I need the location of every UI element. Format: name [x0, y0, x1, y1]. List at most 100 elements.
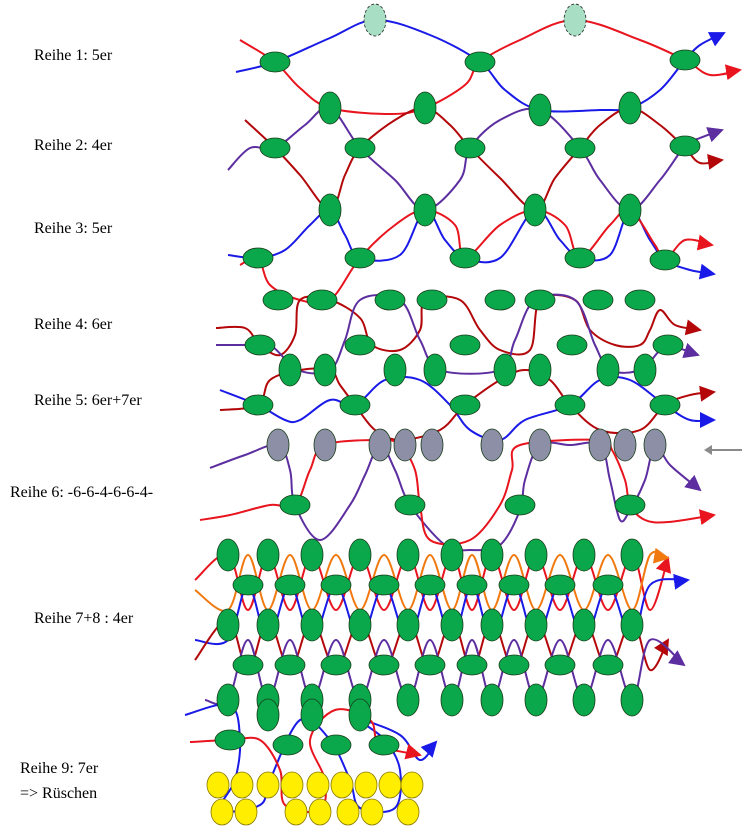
row9-ruffle-bead	[378, 771, 402, 799]
row8-bead	[524, 683, 548, 717]
row6-gray-bead	[368, 428, 392, 462]
row7-bead	[368, 574, 400, 596]
row9-ruffle-bead	[396, 798, 420, 826]
row6-gray-bead	[643, 428, 667, 462]
row7-bead	[216, 608, 240, 642]
row4-bead	[306, 289, 338, 311]
row7-bead	[524, 608, 548, 642]
row9-ruffle-bead	[330, 771, 354, 799]
row3-bead	[523, 193, 547, 227]
row1-bead	[528, 93, 552, 127]
row5-bead	[339, 394, 371, 416]
row1-bead	[259, 51, 291, 73]
row5-bead	[449, 394, 481, 416]
row7-bead	[480, 608, 504, 642]
row7-bead	[414, 574, 446, 596]
row7-bead	[456, 574, 488, 596]
row7-bead	[572, 608, 596, 642]
row-2-label: Reihe 2: 4er	[34, 137, 113, 154]
row9-ruffle-bead	[284, 798, 308, 826]
row6-gray-bead	[266, 428, 290, 462]
row8-bead	[396, 683, 420, 717]
row3-red-thread	[239, 208, 714, 305]
row4-bead	[624, 289, 656, 311]
row1-bead	[413, 91, 437, 125]
row2-bead	[454, 137, 486, 159]
row8-bead	[368, 654, 400, 676]
row9-ruffle-bead	[336, 798, 360, 826]
row8-bead	[498, 654, 530, 676]
row8-bead	[592, 654, 624, 676]
row5-bead	[423, 353, 447, 387]
row6-bead	[614, 494, 646, 516]
row3-bead	[344, 247, 376, 269]
row8-bead	[620, 683, 644, 717]
row2-bead	[564, 137, 596, 159]
row6-bead	[279, 494, 311, 516]
row5-bead	[313, 353, 337, 387]
row9-red-thread	[189, 708, 422, 814]
row7-bead	[300, 538, 324, 572]
row-1-label: Reihe 1: 5er	[34, 47, 113, 64]
row8-bead	[320, 654, 352, 676]
row4-bead	[449, 334, 481, 356]
row1-bead	[618, 91, 642, 125]
row7-bead	[524, 538, 548, 572]
row3-bead	[564, 247, 596, 269]
row7-bead	[348, 608, 372, 642]
row1-bead	[464, 51, 496, 73]
row7-bead	[396, 538, 420, 572]
row6-gray-bead	[420, 428, 444, 462]
row8-bead	[572, 683, 596, 717]
row3-bead	[449, 247, 481, 269]
row9-bead	[320, 734, 352, 756]
row-9-ruffle-label: => Rüschen	[20, 785, 98, 802]
row7-bead	[300, 608, 324, 642]
row9-ruffle-bead	[206, 771, 230, 799]
row7-bead	[498, 574, 530, 596]
row5-bead	[554, 394, 586, 416]
row9-bead	[348, 698, 372, 732]
row9-ruffle-bead	[308, 798, 332, 826]
row6-gray-bead	[528, 428, 552, 462]
row9-bead	[272, 734, 304, 756]
row4-darkred-thread	[215, 294, 702, 357]
row5-bead	[493, 353, 517, 387]
row7-bead	[216, 538, 240, 572]
row6-bead	[394, 494, 426, 516]
row9-bead	[256, 698, 280, 732]
row5-bead	[649, 394, 681, 416]
row5-bead	[383, 353, 407, 387]
row2-bead	[669, 135, 701, 157]
row9-bead	[368, 734, 400, 756]
row7-bead	[620, 608, 644, 642]
row5-bead	[278, 353, 302, 387]
row5-darkred-thread	[219, 367, 716, 442]
row7-bead	[480, 538, 504, 572]
row9-ruffle-bead	[230, 771, 254, 799]
row4-bead	[262, 289, 294, 311]
row7-bead	[232, 574, 264, 596]
row4-bead	[374, 289, 406, 311]
row2-bead	[344, 137, 376, 159]
row9-ruffle-bead	[360, 798, 384, 826]
row1-bead	[318, 91, 342, 125]
row9-ruffle-bead	[234, 798, 258, 826]
row8-bead	[274, 654, 306, 676]
row4-bead	[484, 289, 516, 311]
row7-bead	[544, 574, 576, 596]
row-7-8-label: Reihe 7+8 : 4er	[34, 610, 134, 627]
row5-bead	[596, 353, 620, 387]
row9-ruffle-bead	[210, 798, 234, 826]
row6-gray-bead	[313, 428, 337, 462]
row1-optional-bead	[563, 3, 587, 37]
row4-bead	[652, 334, 684, 356]
row3-bead	[242, 247, 274, 269]
row7-bead	[274, 574, 306, 596]
row4-bead	[556, 334, 588, 356]
row8-bead	[232, 654, 264, 676]
row-9-label: Reihe 9: 7er	[20, 760, 99, 777]
row8-bead	[544, 654, 576, 676]
